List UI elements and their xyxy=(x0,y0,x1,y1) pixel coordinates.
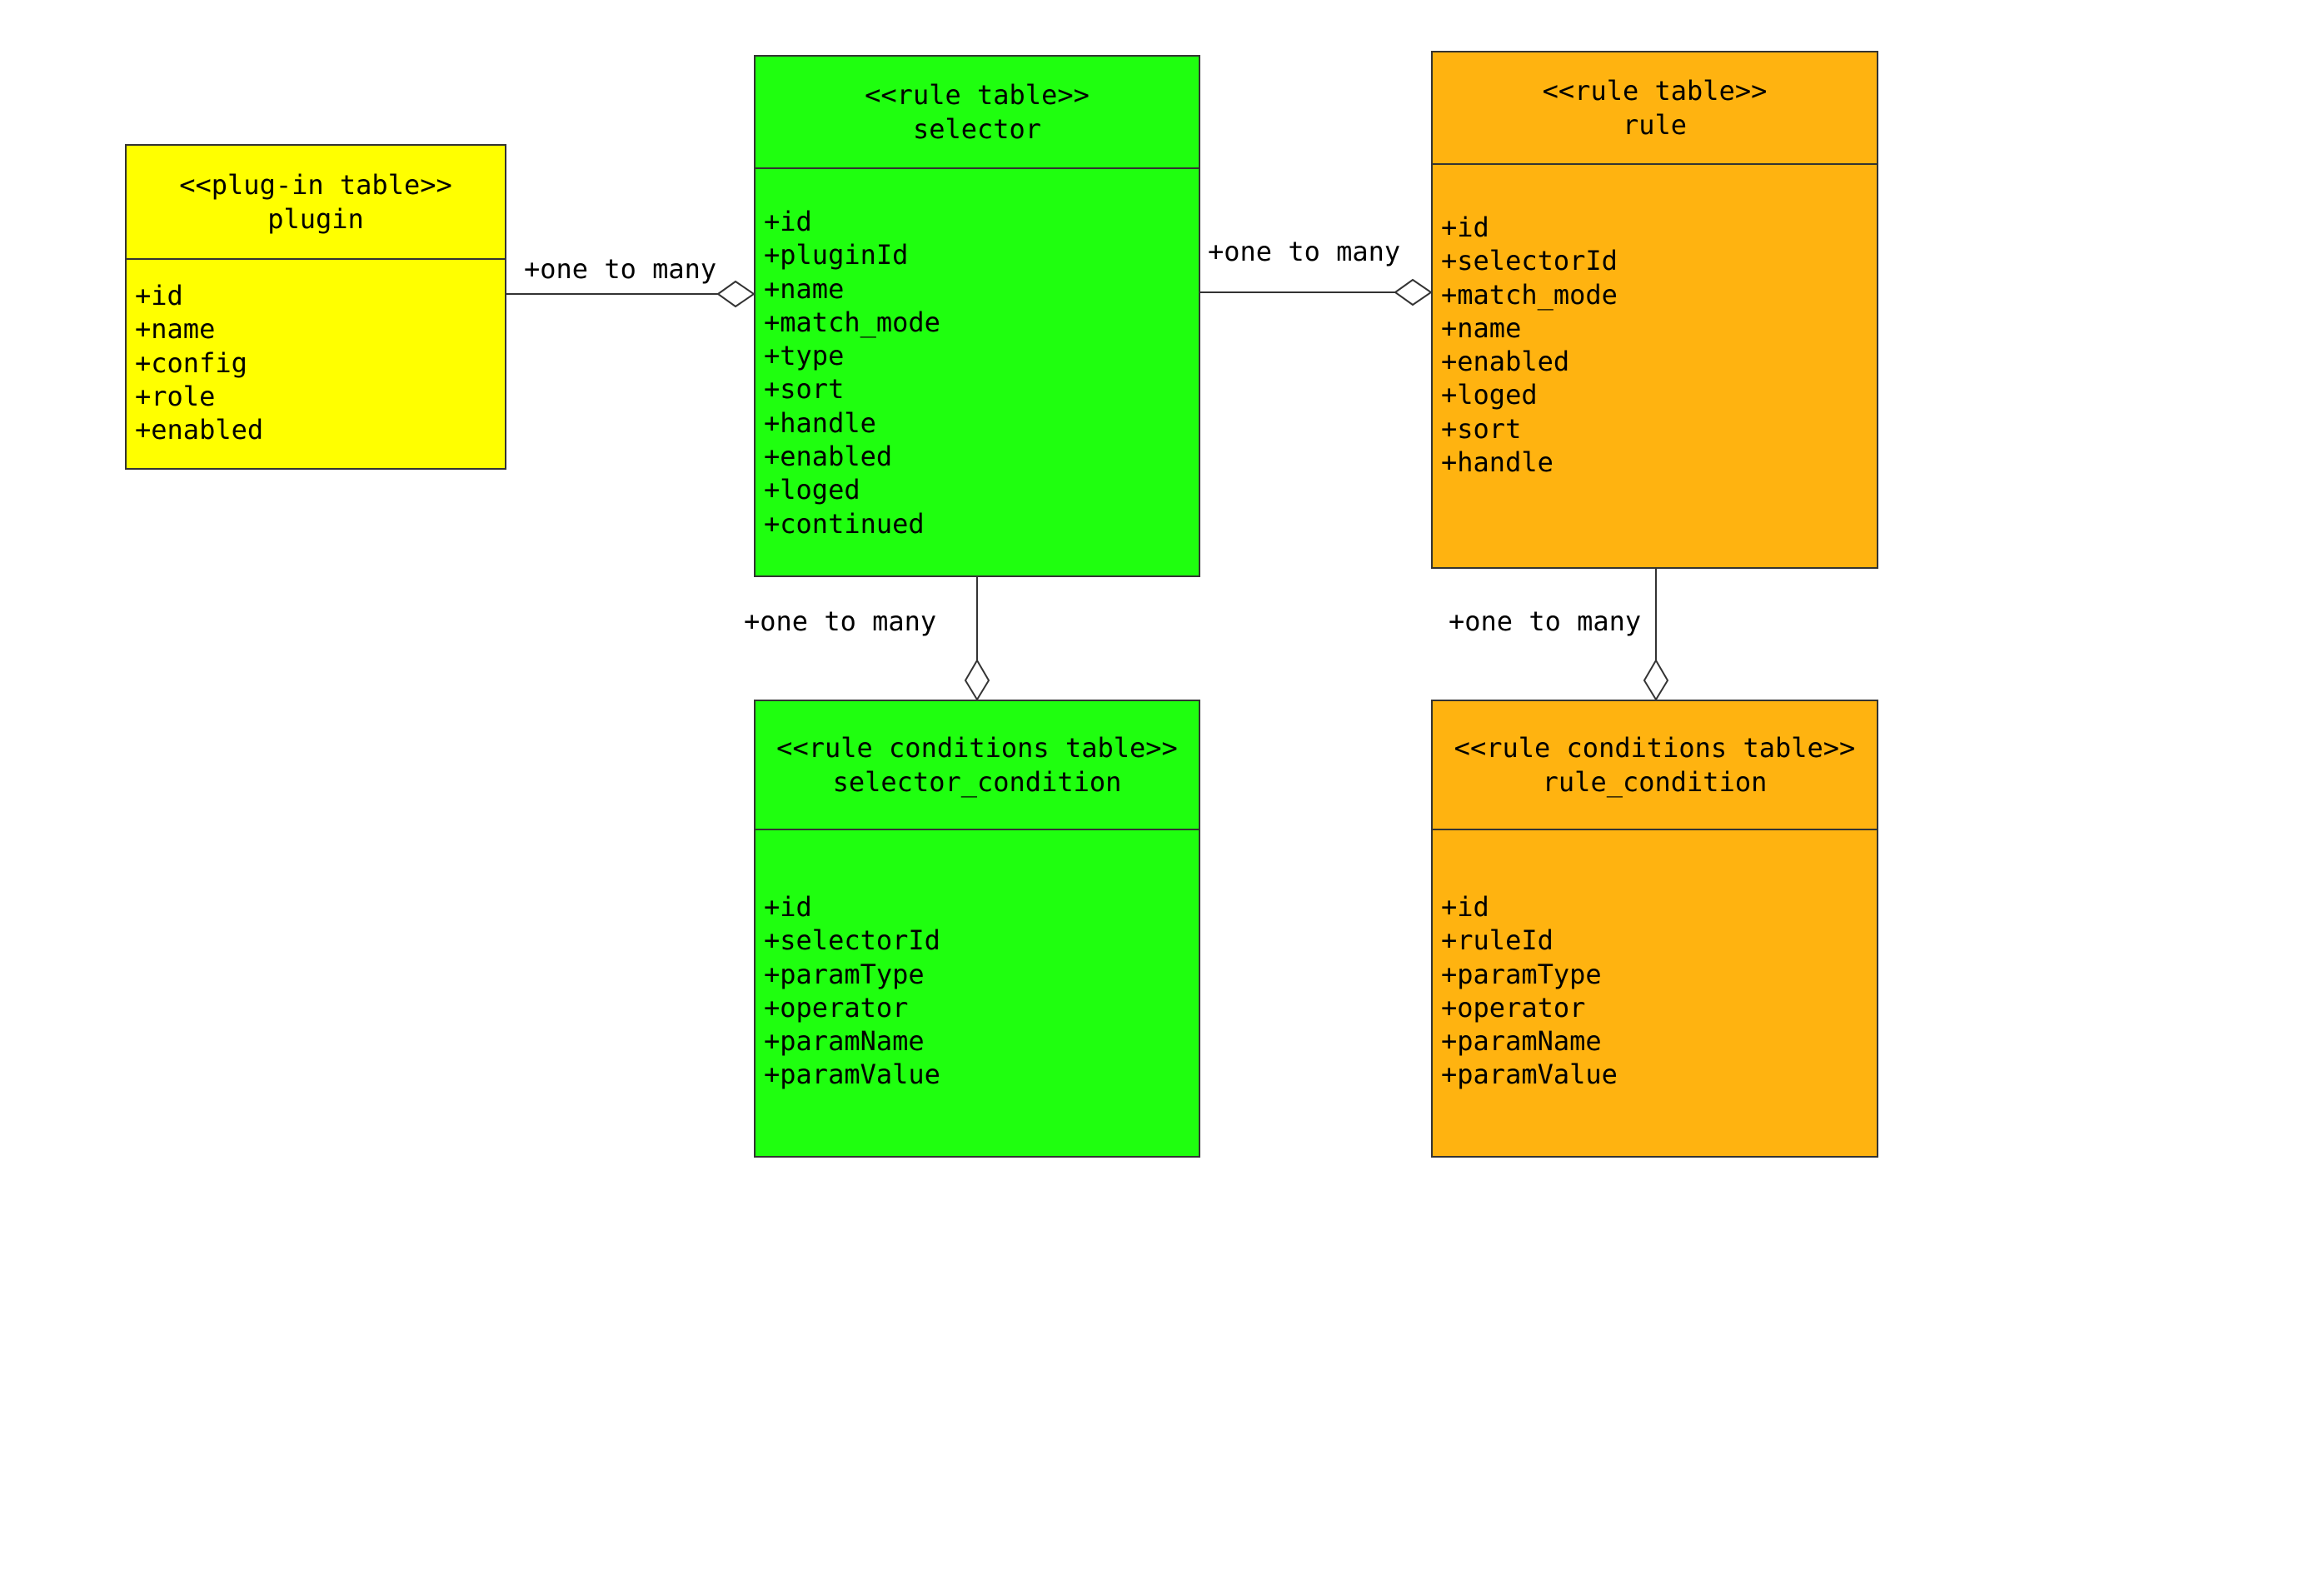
rule-table-box: <<rule table>> rule +id+selectorId+match… xyxy=(1431,51,1878,569)
rule-table-name: rule xyxy=(1622,108,1688,141)
table-attribute: +id xyxy=(1441,212,1489,243)
table-attribute: +operator xyxy=(1441,991,1586,1024)
table-attribute: +paramName xyxy=(1441,1025,1602,1058)
rule-condition-table-stereotype: <<rule conditions table>> xyxy=(1454,731,1856,764)
plugin-table-name: plugin xyxy=(267,202,364,235)
plugin-table-stereotype: <<plug-in table>> xyxy=(179,168,452,201)
rule-condition-table-name: rule_condition xyxy=(1542,765,1768,798)
table-attribute: +name xyxy=(1441,311,1522,344)
table-attribute: +selectorId xyxy=(764,924,940,957)
rule-condition-table-header: <<rule conditions table>> rule_condition xyxy=(1433,701,1877,830)
table-attribute: +role xyxy=(135,380,216,412)
table-attribute: +paramValue xyxy=(764,1059,940,1091)
plugin-table-attributes: +id+name+config+role+enabled xyxy=(135,279,500,446)
rule-condition-aggregation-diamond xyxy=(1643,659,1669,701)
selector-condition-table-stereotype: <<rule conditions table>> xyxy=(776,731,1178,764)
rule-condition-table-box: <<rule conditions table>> rule_condition… xyxy=(1431,700,1878,1158)
selector-condition-table-header: <<rule conditions table>> selector_condi… xyxy=(756,701,1199,830)
table-attribute: +id xyxy=(764,891,812,923)
rule-table-stereotype: <<rule table>> xyxy=(1542,74,1768,107)
table-attribute: +match_mode xyxy=(1441,278,1618,311)
table-attribute: +handle xyxy=(1441,446,1553,479)
selector-rule-aggregation-diamond xyxy=(1394,278,1433,306)
table-attribute: +sort xyxy=(764,373,845,406)
table-attribute: +selectorId xyxy=(1441,245,1618,277)
table-attribute: +id xyxy=(1441,891,1489,923)
rule-table-header: <<rule table>> rule xyxy=(1433,52,1877,165)
table-attribute: +paramType xyxy=(764,958,925,990)
selector-table-name: selector xyxy=(912,112,1042,145)
selector-table-attributes: +id+pluginId+name+match_mode+type+sort+h… xyxy=(764,205,1194,540)
table-attribute: +id xyxy=(135,280,183,311)
table-attribute: +enabled xyxy=(764,441,893,473)
table-attribute: +name xyxy=(764,272,845,305)
selector-condition-aggregation-diamond xyxy=(964,659,990,701)
table-attribute: +continued xyxy=(764,507,925,540)
selector-table-header: <<rule table>> selector xyxy=(756,57,1199,169)
table-attribute: +handle xyxy=(764,406,876,439)
table-attribute: +loged xyxy=(1441,379,1538,411)
table-attribute: +config xyxy=(135,346,247,379)
table-attribute: +operator xyxy=(764,991,909,1024)
rule-table-attributes: +id+selectorId+match_mode+name+enabled+l… xyxy=(1441,211,1872,479)
table-attribute: +pluginId xyxy=(764,239,909,271)
table-attribute: +ruleId xyxy=(1441,924,1553,957)
table-attribute: +enabled xyxy=(1441,346,1570,378)
selector-condition-table-name: selector_condition xyxy=(832,765,1122,798)
selector-table-stereotype: <<rule table>> xyxy=(865,78,1090,111)
table-attribute: +paramValue xyxy=(1441,1059,1618,1091)
selector-rule-relation-label: +one to many xyxy=(1208,236,1401,267)
table-attribute: +type xyxy=(764,340,845,372)
rule-condition-relation-label: +one to many xyxy=(1449,605,1642,637)
plugin-selector-aggregation-diamond xyxy=(716,280,756,308)
table-attribute: +paramName xyxy=(764,1025,925,1058)
table-attribute: +id xyxy=(764,206,812,237)
table-attribute: +match_mode xyxy=(764,306,940,338)
plugin-selector-relation-label: +one to many xyxy=(524,253,717,285)
rule-condition-table-attributes: +id+ruleId+paramType+operator+paramName+… xyxy=(1441,890,1872,1092)
selector-condition-relation-label: +one to many xyxy=(744,605,937,637)
plugin-table-box: <<plug-in table>> plugin +id+name+config… xyxy=(125,144,506,470)
selector-condition-table-box: <<rule conditions table>> selector_condi… xyxy=(754,700,1200,1158)
table-attribute: +enabled xyxy=(135,414,264,446)
table-attribute: +sort xyxy=(1441,412,1522,445)
selector-table-box: <<rule table>> selector +id+pluginId+nam… xyxy=(754,55,1200,577)
table-attribute: +loged xyxy=(764,474,860,506)
table-attribute: +paramType xyxy=(1441,958,1602,990)
plugin-table-header: <<plug-in table>> plugin xyxy=(127,146,505,260)
selector-condition-table-attributes: +id+selectorId+paramType+operator+paramN… xyxy=(764,890,1194,1092)
table-attribute: +name xyxy=(135,313,216,346)
